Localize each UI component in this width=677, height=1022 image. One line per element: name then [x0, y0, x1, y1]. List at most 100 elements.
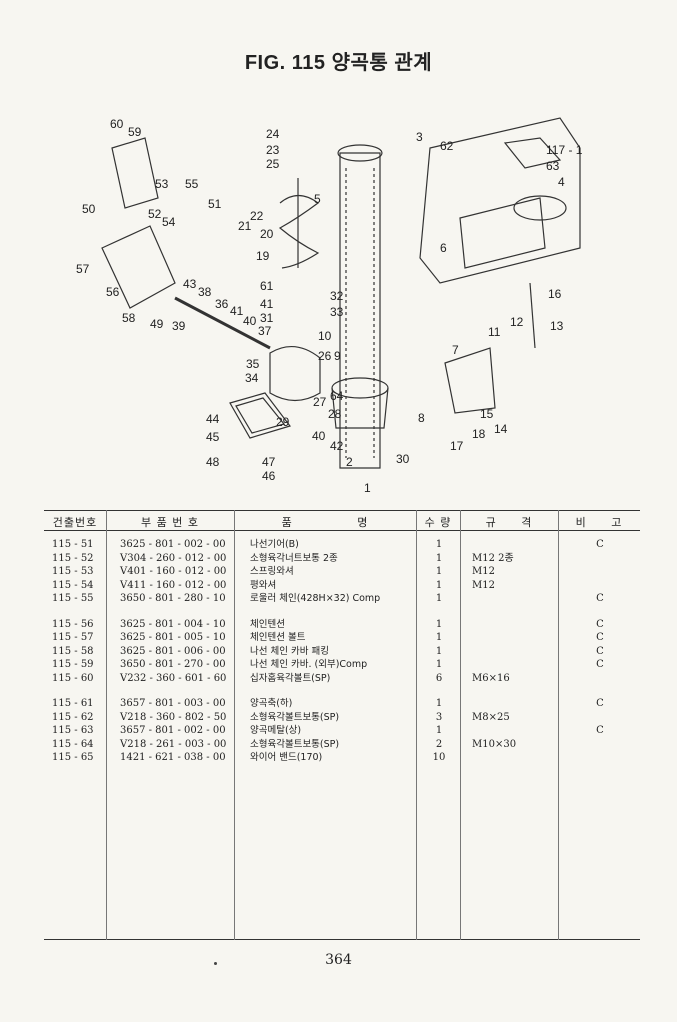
svg-text:62: 62 — [440, 139, 454, 153]
svg-text:15: 15 — [480, 407, 494, 421]
cell-qty: 10 — [432, 752, 446, 763]
svg-text:17: 17 — [450, 439, 464, 453]
header-name: 품 명 — [281, 516, 369, 529]
svg-text:13: 13 — [550, 319, 564, 333]
svg-text:50: 50 — [82, 202, 96, 216]
cell-qty: 1 — [435, 725, 443, 736]
cell-name: 로울러 체인(428H×32) Comp — [250, 593, 381, 604]
svg-text:21: 21 — [238, 219, 252, 233]
cell-no: 115 - 63 — [52, 725, 94, 736]
cell-qty: 1 — [435, 645, 443, 657]
cell-no: 115 - 56 — [52, 618, 94, 630]
svg-text:44: 44 — [206, 412, 220, 426]
cell-note: C — [596, 725, 604, 736]
header-spec: 규 격 — [485, 516, 533, 529]
cell-spec: M10×30 — [472, 738, 517, 750]
cell-no: 115 - 53 — [52, 566, 94, 577]
cell-note: C — [596, 539, 604, 550]
cell-name: 소형육각볼트보통(SP) — [250, 711, 340, 723]
svg-text:58: 58 — [122, 311, 136, 325]
svg-text:8: 8 — [418, 411, 425, 425]
cell-part: V411 - 160 - 012 - 00 — [120, 579, 227, 591]
svg-text:11: 11 — [488, 325, 501, 339]
cell-qty: 1 — [435, 632, 443, 643]
svg-text:40: 40 — [312, 429, 326, 443]
svg-text:1: 1 — [364, 481, 371, 495]
svg-text:10: 10 — [318, 329, 332, 343]
cell-no: 115 - 54 — [52, 579, 94, 591]
cell-qty: 1 — [435, 579, 443, 591]
cell-part: 1421 - 621 - 038 - 00 — [120, 752, 226, 763]
cell-name: 소형육각너트보통 2종 — [250, 552, 338, 564]
svg-text:41: 41 — [230, 304, 244, 318]
cell-qty: 1 — [435, 566, 443, 577]
svg-text:22: 22 — [250, 209, 264, 223]
svg-text:52: 52 — [148, 207, 162, 221]
table-bottom-rule — [44, 939, 640, 940]
svg-text:117 - 1: 117 - 1 — [546, 143, 583, 157]
cell-qty: 2 — [435, 738, 443, 750]
svg-text:4: 4 — [558, 175, 565, 189]
cell-qty: 1 — [435, 539, 443, 550]
svg-text:56: 56 — [106, 285, 120, 299]
svg-text:29: 29 — [276, 415, 290, 429]
cell-no: 115 - 57 — [52, 632, 94, 643]
cell-part: 3625 - 801 - 002 - 00 — [120, 539, 226, 550]
header-no: 건출번호 — [52, 516, 98, 529]
cell-part: 3650 - 801 - 270 - 00 — [120, 659, 226, 670]
cell-qty: 1 — [435, 618, 443, 630]
svg-text:16: 16 — [548, 287, 562, 301]
cell-spec: M12 2종 — [472, 552, 514, 564]
cell-part: V304 - 260 - 012 - 00 — [120, 552, 227, 564]
svg-text:30: 30 — [396, 452, 410, 466]
table-top-rule — [44, 510, 640, 511]
cell-note: C — [596, 618, 604, 630]
cell-note: C — [596, 659, 604, 670]
cell-name: 나선 체인 카바. (외부)Comp — [250, 659, 368, 670]
cell-qty: 1 — [435, 552, 443, 564]
cell-name: 와이어 밴드(170) — [250, 752, 323, 763]
svg-text:46: 46 — [262, 469, 276, 483]
svg-text:9: 9 — [334, 349, 341, 363]
svg-text:48: 48 — [206, 455, 220, 469]
cell-name: 양곡축(하) — [250, 698, 293, 709]
svg-text:3: 3 — [416, 130, 423, 144]
cell-qty: 1 — [435, 659, 443, 670]
svg-text:53: 53 — [155, 177, 169, 191]
svg-text:14: 14 — [494, 422, 508, 436]
cell-name: 나선기어(B) — [250, 539, 299, 550]
cell-name: 체인텐션 볼트 — [250, 632, 306, 643]
cell-note: C — [596, 645, 604, 657]
cell-part: 3625 - 801 - 006 - 00 — [120, 645, 226, 657]
svg-text:25: 25 — [266, 157, 280, 171]
cell-no: 115 - 59 — [52, 659, 94, 670]
cell-qty: 3 — [435, 711, 443, 723]
cell-spec: M12 — [472, 579, 495, 591]
svg-text:28: 28 — [328, 407, 342, 421]
cell-spec: M8×25 — [472, 711, 510, 723]
svg-text:12: 12 — [510, 315, 524, 329]
table-header-rule — [44, 530, 640, 531]
cell-note: C — [596, 698, 604, 709]
svg-text:33: 33 — [330, 305, 344, 319]
cell-qty: 6 — [435, 672, 443, 684]
cell-part: 3625 - 801 - 004 - 10 — [120, 618, 226, 630]
svg-text:59: 59 — [128, 125, 142, 139]
svg-text:42: 42 — [330, 439, 344, 453]
svg-text:38: 38 — [198, 285, 212, 299]
cell-part: 3650 - 801 - 280 - 10 — [120, 593, 226, 604]
cell-name: 양곡메탈(상) — [250, 725, 302, 736]
svg-text:34: 34 — [245, 371, 259, 385]
